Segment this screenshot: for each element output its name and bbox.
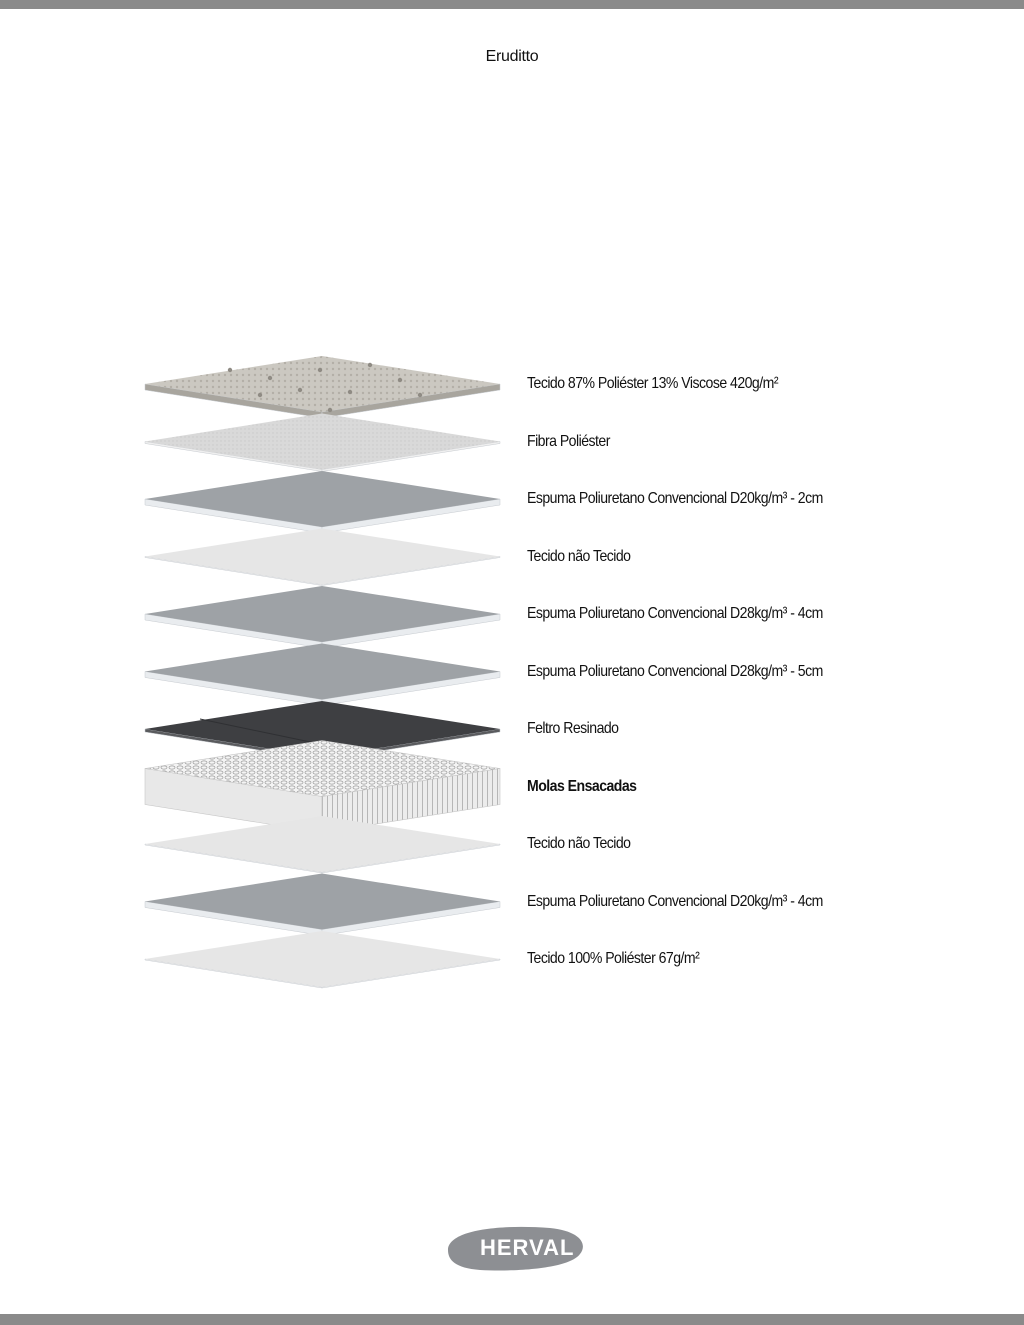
layer-11-label: Tecido 100% Poliéster 67g/m²	[527, 950, 700, 967]
layer-1-label: Tecido 87% Poliéster 13% Viscose 420g/m²	[527, 375, 779, 392]
layer-6-graphic	[144, 643, 501, 706]
top-border-bar	[0, 0, 1024, 9]
herval-logo: HERVAL	[448, 1226, 583, 1271]
layer-3-graphic	[144, 471, 501, 534]
layer-6-label: Espuma Poliuretano Convencional D28kg/m³…	[527, 662, 823, 680]
layer-10-label: Espuma Poliuretano Convencional D20kg/m³…	[527, 892, 823, 910]
page-title: Eruditto	[485, 48, 539, 65]
layer-3-label: Espuma Poliuretano Convencional D20kg/m³…	[527, 490, 823, 507]
layer-2-graphic	[144, 413, 501, 472]
layer-8-graphic	[144, 740, 501, 833]
layer-11-graphic	[144, 931, 501, 989]
layer-4-graphic	[144, 528, 501, 586]
layer-7-label: Feltro Resinado	[527, 720, 619, 737]
layer-2-label: Fibra Poliéster	[527, 432, 610, 450]
layer-5-label: Espuma Poliuretano Convencional D28kg/m³…	[527, 605, 823, 622]
layer-8-label: Molas Ensacadas	[527, 777, 637, 795]
bottom-border-bar	[0, 1314, 1024, 1325]
layer-5-graphic	[144, 586, 501, 649]
layer-9-label: Tecido não Tecido	[527, 835, 631, 852]
layer-10-graphic	[144, 873, 501, 936]
logo-text: HERVAL	[480, 1235, 574, 1260]
layer-4-label: Tecido não Tecido	[527, 547, 631, 565]
layer-9-graphic	[144, 816, 501, 874]
layer-1-graphic	[144, 356, 501, 419]
